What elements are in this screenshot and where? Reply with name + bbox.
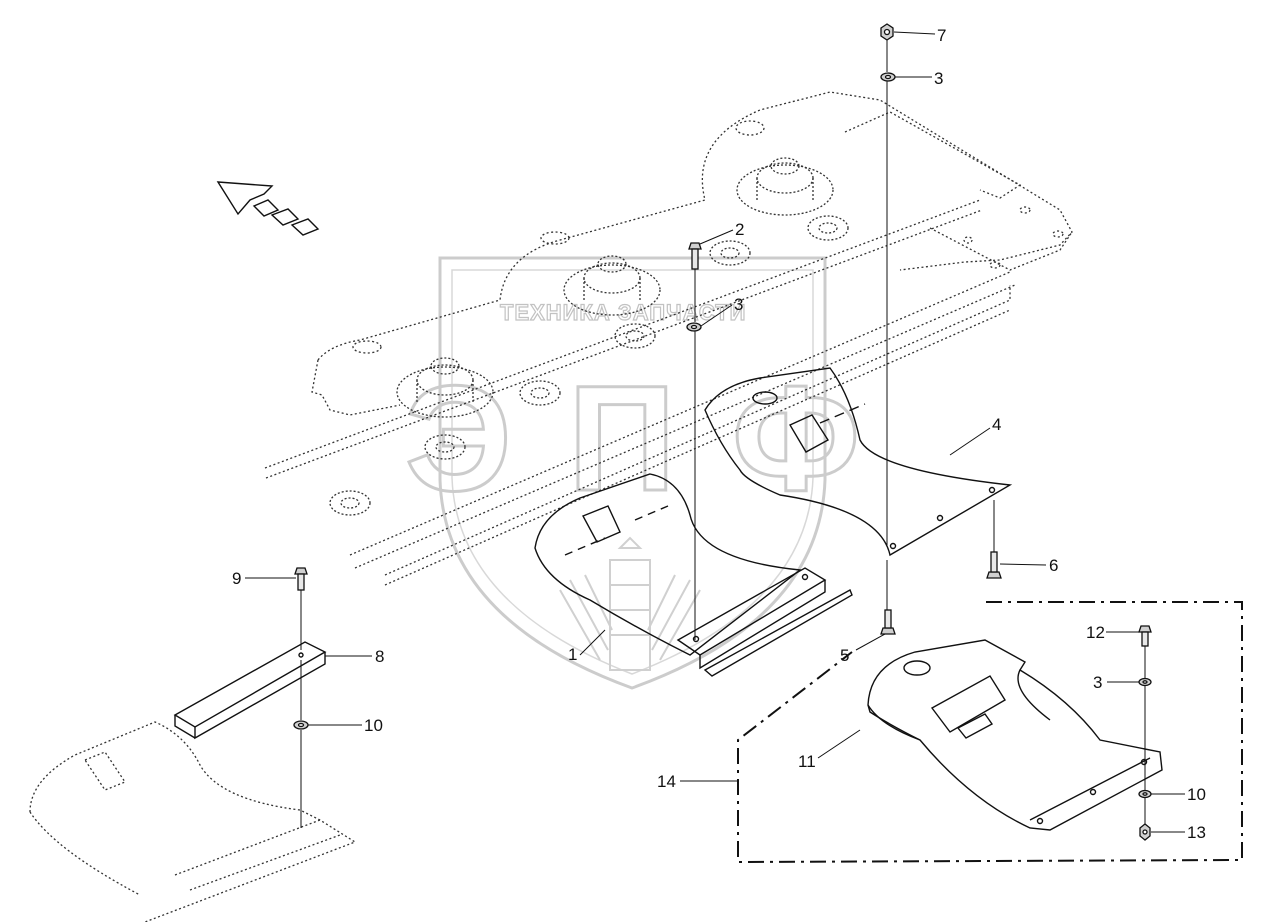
left-plate-outline [29, 721, 357, 922]
leader-lines [245, 31, 1185, 833]
callout-3: 3 [1093, 673, 1102, 692]
callout-10: 10 [364, 716, 383, 735]
callout-10: 10 [1187, 785, 1206, 804]
callout-labels: 7 3 2 3 4 6 5 1 9 8 10 12 3 11 14 10 13 [232, 26, 1206, 842]
callout-13: 13 [1187, 823, 1206, 842]
skid-plate-4 [704, 367, 1013, 557]
callout-8: 8 [375, 647, 384, 666]
watermark-shield [438, 256, 827, 690]
callout-2: 2 [735, 220, 744, 239]
skid-plate-1 [534, 473, 853, 677]
skid-plate-11 [867, 639, 1163, 831]
callout-11: 11 [798, 752, 816, 771]
watermark-letters: ЭПФ [405, 354, 860, 522]
callout-5: 5 [840, 646, 849, 665]
watermark: ТЕХНИКА ЗАПЧАСТИ ЭПФ [404, 256, 862, 690]
watermark-wheat-icon [559, 536, 701, 671]
kit-boundary-14 [737, 601, 1243, 864]
spacer-bar-8 [173, 641, 327, 740]
callout-9: 9 [232, 569, 241, 588]
callout-1: 1 [568, 645, 577, 664]
cutter-hubs [329, 157, 849, 516]
mower-deck-outline [264, 91, 1073, 586]
callout-4: 4 [992, 415, 1001, 434]
callout-14: 14 [657, 772, 676, 791]
callout-3: 3 [734, 295, 743, 314]
assembly-axis-lines [300, 40, 1146, 828]
callout-3: 3 [934, 69, 943, 88]
callout-12: 12 [1086, 623, 1105, 642]
callout-6: 6 [1049, 556, 1058, 575]
fasteners [293, 23, 1152, 841]
travel-direction-arrow-icon [216, 181, 320, 236]
callout-7: 7 [937, 26, 946, 45]
